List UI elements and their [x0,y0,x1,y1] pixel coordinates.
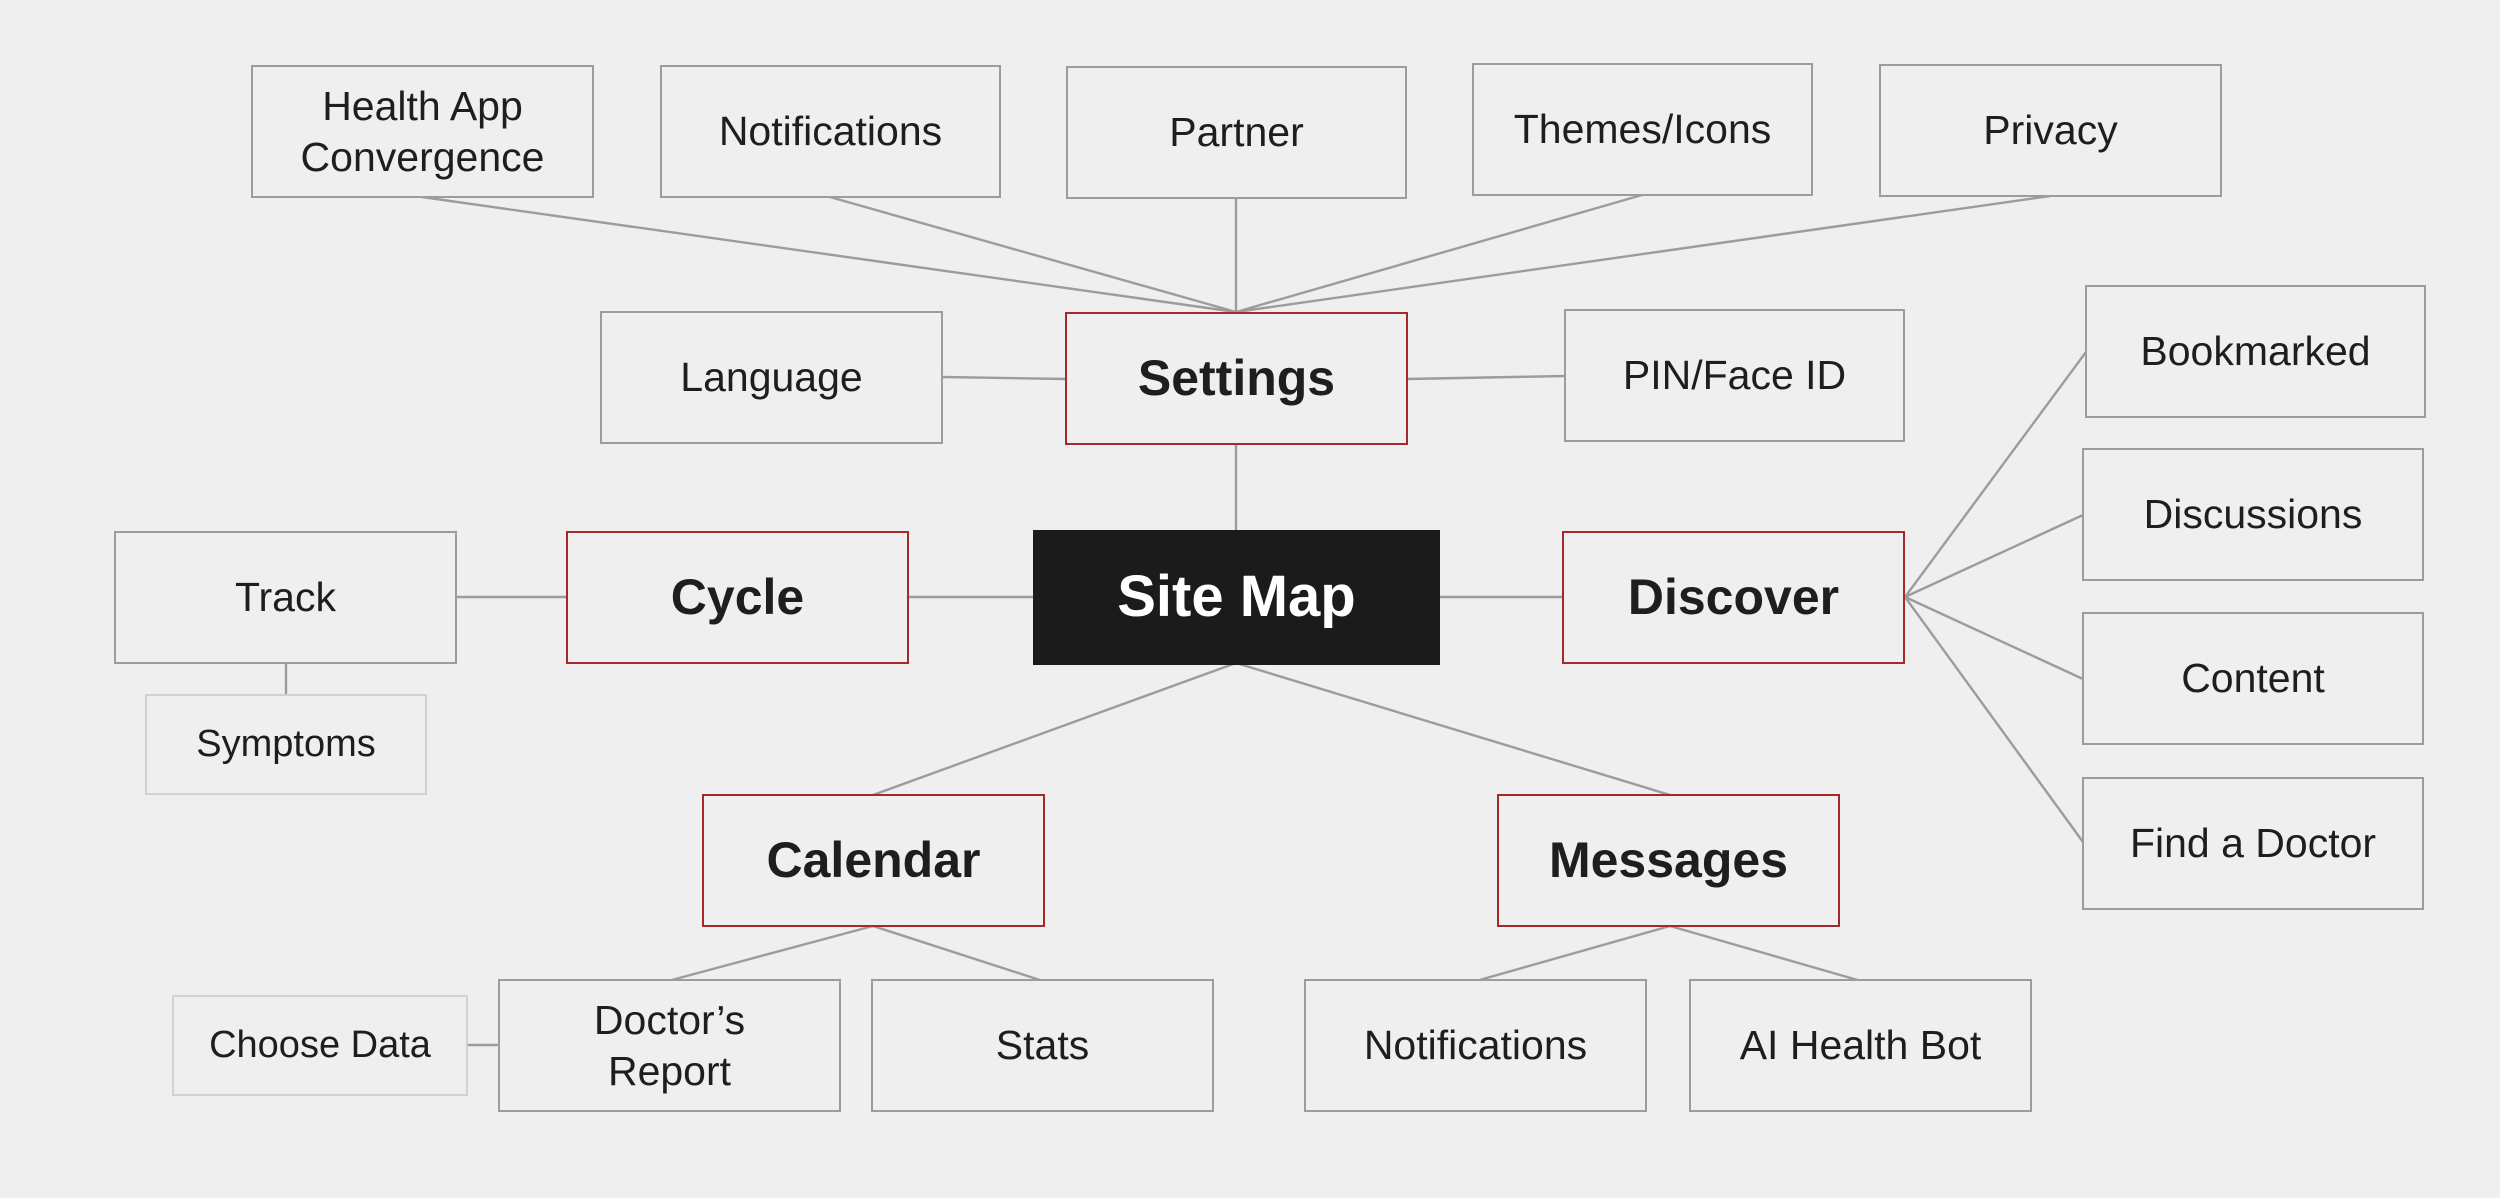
node-cycle: Cycle [566,531,909,664]
connector-discover-bookmarked [1904,351,2087,598]
connector-discover-content [1904,595,2084,681]
connector-messages-ai-bot [1669,924,1862,983]
node-discover: Discover [1562,531,1905,664]
connector-settings-pin [1406,374,1566,381]
node-language: Language [600,311,943,444]
node-content: Content [2082,612,2424,745]
connector-discover-find-doctor [1904,596,2084,843]
connector-settings-privacy [1235,194,2051,314]
node-messages-notifications: Notifications [1304,979,1647,1112]
node-calendar: Calendar [702,794,1045,927]
connector-settings-language [941,375,1066,381]
node-themes-icons: Themes/Icons [1472,63,1813,196]
connector-calendar-stats [872,924,1044,983]
node-bookmarked: Bookmarked [2085,285,2426,418]
node-symptoms: Symptoms [145,694,427,795]
node-doctors-report: Doctor’s Report [498,979,841,1112]
node-settings: Settings [1065,312,1408,445]
node-ai-health-bot: AI Health Bot [1689,979,2032,1112]
connector-settings-notifications [829,195,1237,314]
node-settings-notifications: Notifications [660,65,1001,198]
node-partner: Partner [1066,66,1407,199]
connector-root-messages [1235,661,1671,797]
node-find-a-doctor: Find a Doctor [2082,777,2424,910]
node-stats: Stats [871,979,1214,1112]
connector-settings-health-app [421,195,1237,314]
node-privacy: Privacy [1879,64,2222,197]
connector-calendar-doctors-report [667,924,874,983]
connector-settings-themes [1235,193,1643,314]
node-health-app-convergence: Health App Convergence [251,65,594,198]
node-choose-data: Choose Data [172,995,468,1096]
node-messages: Messages [1497,794,1840,927]
connector-root-calendar [872,661,1237,797]
node-site-map-root: Site Map [1033,530,1440,665]
node-discussions: Discussions [2082,448,2424,581]
node-track: Track [114,531,457,664]
connector-messages-notifications [1475,924,1671,983]
connector-discover-discussions [1904,513,2084,599]
node-pin-face-id: PIN/Face ID [1564,309,1905,442]
